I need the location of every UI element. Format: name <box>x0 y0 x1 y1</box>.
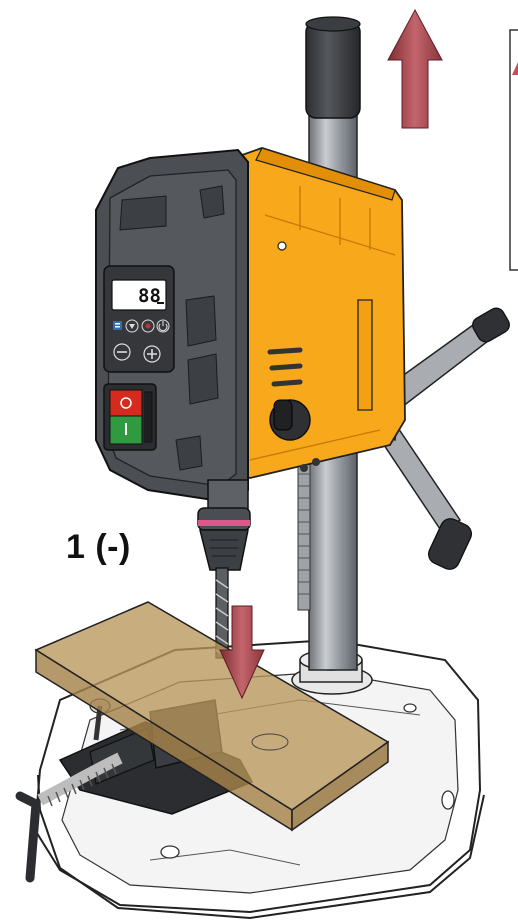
up-arrow-icon <box>387 8 443 129</box>
power-icon[interactable] <box>156 319 170 333</box>
chuck <box>197 479 251 571</box>
step-label: 1 (-) <box>66 528 131 566</box>
depth-stop-knob[interactable] <box>269 399 320 472</box>
drill-bit <box>215 567 229 659</box>
minus-icon[interactable] <box>113 343 131 361</box>
workpiece-board <box>34 601 390 832</box>
laser-button[interactable] <box>141 319 155 333</box>
down-arrow-icon <box>219 605 265 700</box>
detail-inset-frame <box>509 29 518 271</box>
vise-screw[interactable] <box>15 752 123 883</box>
speed-down-button[interactable] <box>125 319 139 333</box>
lcd-display: 88 <box>111 279 167 311</box>
motor-housing <box>214 147 406 479</box>
on-off-switch[interactable] <box>103 383 157 451</box>
plus-icon[interactable] <box>143 345 161 363</box>
lcd-reading: 88 <box>138 285 161 307</box>
menu-icon[interactable] <box>113 321 122 330</box>
